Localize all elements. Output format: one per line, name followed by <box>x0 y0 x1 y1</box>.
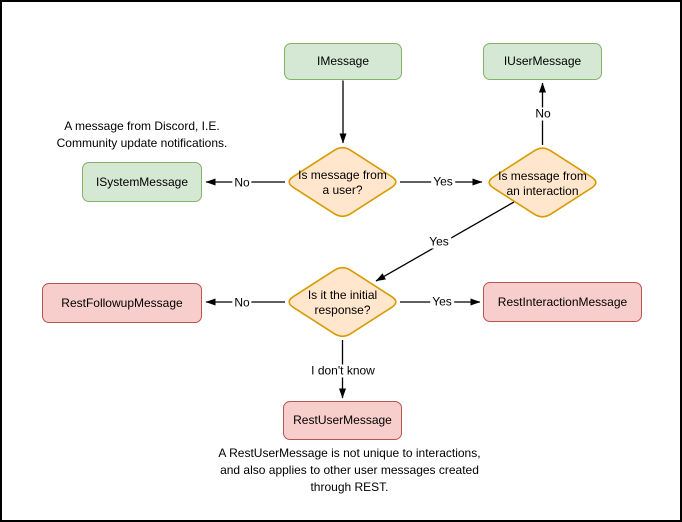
edge-label-initial-yes: Yes <box>430 294 454 309</box>
node-imessage: IMessage <box>284 43 402 80</box>
node-isystemmessage: ISystemMessage <box>82 162 202 202</box>
node-iusermessage: IUserMessage <box>483 43 602 80</box>
edge-label-user-no: No <box>232 175 252 190</box>
note-rest-user-message: A RestUserMessage is not unique to inter… <box>218 446 481 494</box>
edge-label-interaction-yes: Yes <box>427 234 451 249</box>
note-system-message: A message from Discord, I.E. Community u… <box>56 119 228 150</box>
node-restfollowupmessage: RestFollowupMessage <box>42 283 202 323</box>
edge-label-interaction-no: No <box>533 106 553 121</box>
edge-label-initial-no: No <box>232 295 252 310</box>
node-restinteractionmessage: RestInteractionMessage <box>483 282 642 322</box>
edge-label-initial-unknown: I don't know <box>309 363 377 378</box>
decision-diamond-is-user <box>288 146 397 218</box>
edge-label-user-yes: Yes <box>431 174 455 189</box>
decision-diamond-is-initial <box>288 266 397 338</box>
node-restusermessage: RestUserMessage <box>283 401 402 440</box>
